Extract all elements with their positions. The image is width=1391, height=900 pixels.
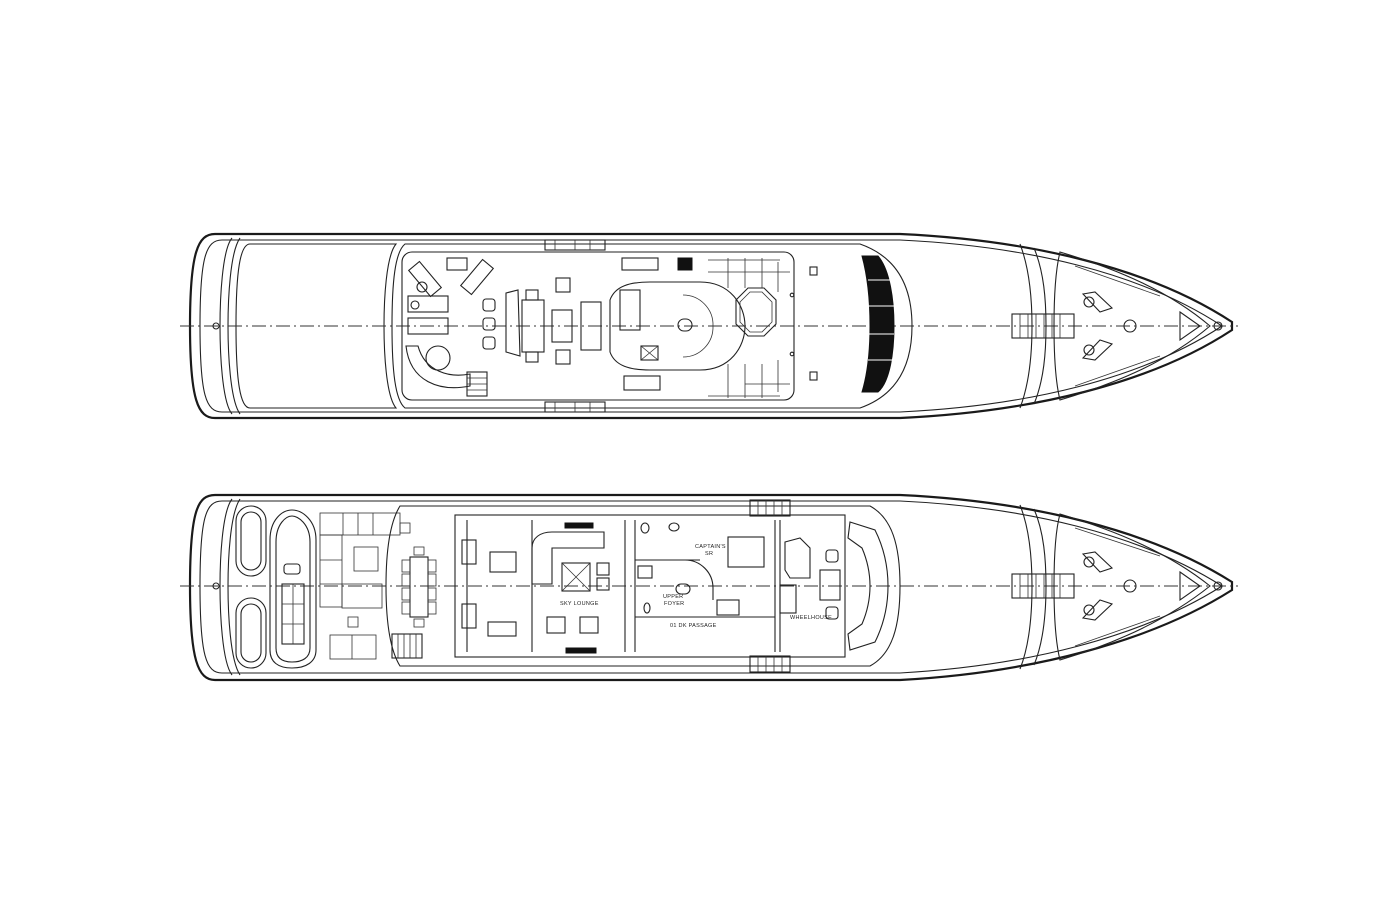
jacuzzi: [735, 287, 777, 337]
label-sky-lounge: SKY LOUNGE: [560, 601, 599, 607]
label-wheelhouse: WHEELHOUSE: [790, 615, 832, 621]
sky-lounge-furniture: [461, 522, 610, 654]
label-01-dk-passage: 01 DK PASSAGE: [670, 623, 717, 629]
hull-outline: [188, 493, 1234, 682]
label-captains-sr: CAPTAIN'S: [695, 544, 726, 550]
dining-table: [401, 546, 437, 628]
wheelhouse-consoles: [779, 521, 889, 651]
sun-deck-plan: [180, 232, 1238, 420]
label-upper-foyer: UPPER: [663, 594, 683, 600]
label-upper-foyer-2: FOYER: [664, 601, 684, 607]
anchor-windlass: [1081, 291, 1114, 361]
bar-area: [482, 277, 602, 365]
windshield: [861, 255, 895, 393]
label-captains-sr-2: SR: [705, 551, 713, 557]
bridge-deck-plan: SKY LOUNGE CAPTAIN'S SR UPPER FOYER 01 D…: [180, 493, 1238, 682]
aft-loungers: [405, 257, 495, 397]
captains-stateroom: [637, 522, 765, 616]
tenders: [235, 505, 317, 669]
aft-deck-furniture: [319, 512, 411, 660]
